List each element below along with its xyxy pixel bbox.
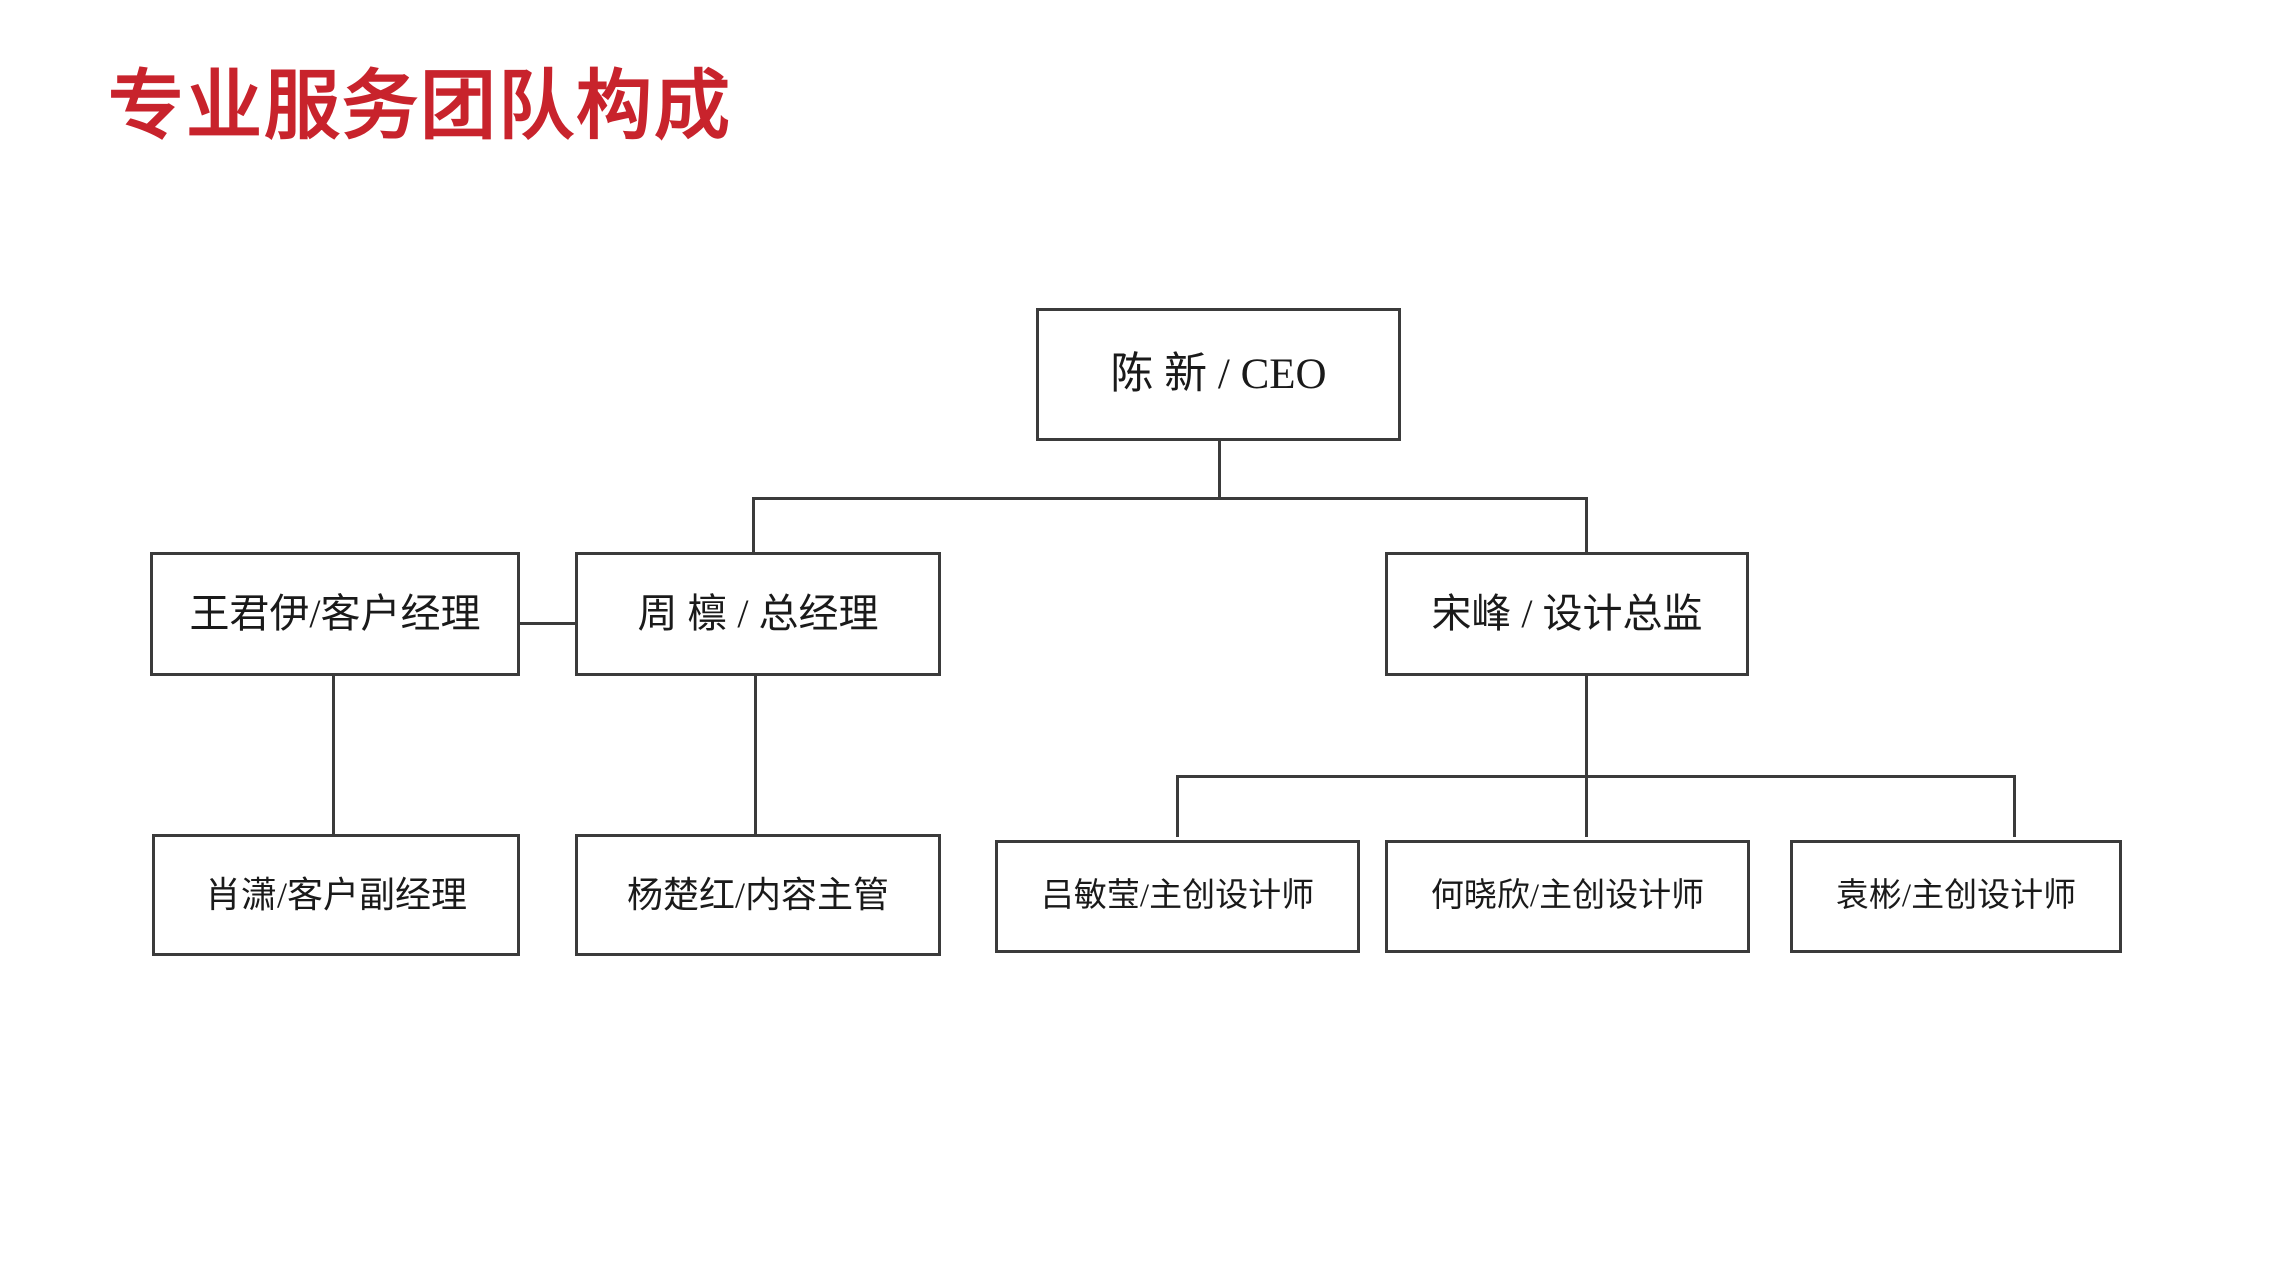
org-node-general-manager[interactable]: 周 檩 / 总经理 — [575, 552, 941, 676]
org-node-lead-designer-1[interactable]: 吕敏莹/主创设计师 — [995, 840, 1360, 953]
org-node-deputy-account-manager-label: 肖潇/客户副经理 — [204, 875, 467, 915]
connector-to-lead-designer-2 — [1585, 775, 1588, 837]
org-node-account-manager-label: 王君伊/客户经理 — [189, 591, 481, 636]
org-node-lead-designer-2-label: 何晓欣/主创设计师 — [1430, 878, 1705, 914]
connector-designer-bus — [1176, 775, 2016, 778]
org-node-ceo[interactable]: 陈 新 / CEO — [1036, 308, 1401, 441]
connector-design-director-stem — [1585, 673, 1588, 778]
connector-ceo-stem — [1218, 440, 1221, 499]
org-node-lead-designer-1-label: 吕敏莹/主创设计师 — [1040, 878, 1315, 914]
connector-to-lead-designer-3 — [2013, 775, 2016, 837]
connector-general-manager-to-content-supervisor — [754, 673, 757, 835]
org-node-content-supervisor[interactable]: 杨楚红/内容主管 — [575, 834, 941, 956]
connector-ceo-to-design-director — [1585, 497, 1588, 555]
page-title: 专业服务团队构成 — [108, 65, 732, 149]
org-node-design-director[interactable]: 宋峰 / 设计总监 — [1385, 552, 1749, 676]
connector-account-manager-to-deputy — [332, 673, 335, 835]
org-node-general-manager-label: 周 檩 / 总经理 — [637, 591, 879, 636]
connector-ceo-bus — [752, 497, 1588, 500]
org-node-lead-designer-2[interactable]: 何晓欣/主创设计师 — [1385, 840, 1750, 953]
org-node-lead-designer-3-label: 袁彬/主创设计师 — [1835, 878, 2077, 914]
org-node-deputy-account-manager[interactable]: 肖潇/客户副经理 — [152, 834, 520, 956]
connector-ceo-to-general-manager — [752, 497, 755, 555]
connector-account-manager-to-general-manager — [516, 622, 578, 625]
org-node-account-manager[interactable]: 王君伊/客户经理 — [150, 552, 520, 676]
org-node-design-director-label: 宋峰 / 设计总监 — [1431, 591, 1703, 636]
connector-to-lead-designer-1 — [1176, 775, 1179, 837]
org-node-lead-designer-3[interactable]: 袁彬/主创设计师 — [1790, 840, 2122, 953]
org-node-ceo-label: 陈 新 / CEO — [1110, 351, 1327, 398]
org-node-content-supervisor-label: 杨楚红/内容主管 — [626, 875, 889, 915]
